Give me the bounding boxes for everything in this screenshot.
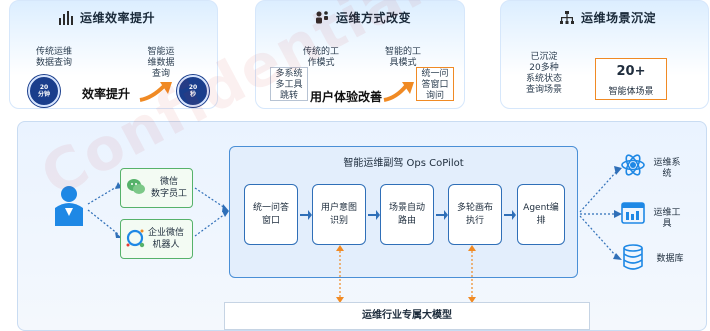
database-label: 数据库 [656, 254, 684, 264]
orange-up-arrow-icon [139, 82, 172, 102]
metric-label: 智能体场景 [608, 87, 654, 97]
module-agent-orchestration: Agent编排 [517, 184, 565, 245]
ops-system-label: 运维系统 [653, 158, 681, 179]
channels-to-copilot-arrows [194, 187, 229, 237]
industry-llm-bar: 运维行业专属大模型 [224, 302, 590, 330]
smart-query-label: 智能运维数据查询 [147, 47, 175, 79]
efficiency-title: 运维效率提升 [80, 11, 156, 25]
module-scene-routing: 场景自动路由 [380, 184, 434, 245]
work-wechat-channel: 企业微信 机器人 [120, 219, 193, 259]
ops-system-icon [621, 154, 645, 176]
wechat-icon [127, 179, 145, 194]
method-center-text: 用户体验改善 [310, 90, 383, 104]
smart-mode-label: 智能的工具模式 [384, 47, 421, 68]
hierarchy-icon [560, 10, 574, 24]
llm-link-arrows [336, 245, 476, 303]
module-unified-qa: 统一问答窗口 [244, 184, 298, 245]
module-flow-arrows [300, 210, 516, 220]
wechat-label-line1: 微信 [160, 177, 179, 187]
traditional-mode-label: 传统的工作模式 [302, 47, 339, 68]
user-icon [55, 186, 83, 226]
scene-title: 运维场景沉淀 [581, 11, 657, 25]
work-wechat-label-line1: 企业微信 [148, 228, 185, 238]
agent-scene-metric-box: 20+ 智能体场景 [595, 58, 667, 100]
wechat-label-line2: 数字员工 [151, 189, 188, 199]
ops-tool-label: 运维工具 [653, 208, 681, 229]
traditional-query-label: 传统运维数据查询 [35, 47, 72, 68]
bar-chart-icon [59, 10, 73, 25]
orange-up-arrow-icon [383, 82, 414, 102]
efficiency-center-text: 效率提升 [82, 87, 131, 101]
unified-qa-box: 统一问答窗口询问 [416, 67, 454, 101]
module-multi-turn-canvas: 多轮画布执行 [448, 184, 502, 245]
people-switch-icon [316, 10, 328, 23]
metric-value: 20+ [616, 64, 646, 79]
ops-tool-icon [621, 202, 645, 224]
method-title: 运维方式改变 [336, 11, 412, 25]
copilot-to-targets-arrows [579, 166, 622, 260]
database-icon [623, 244, 643, 270]
wechat-channel: 微信 数字员工 [120, 168, 193, 208]
module-intent-recognition: 用户意图识别 [312, 184, 366, 245]
multi-system-box: 多系统多工具跳转 [270, 67, 308, 101]
work-wechat-icon [126, 229, 145, 248]
work-wechat-label-line2: 机器人 [152, 240, 180, 250]
copilot-title: 智能运维副驾 Ops CoPilot [343, 158, 464, 169]
